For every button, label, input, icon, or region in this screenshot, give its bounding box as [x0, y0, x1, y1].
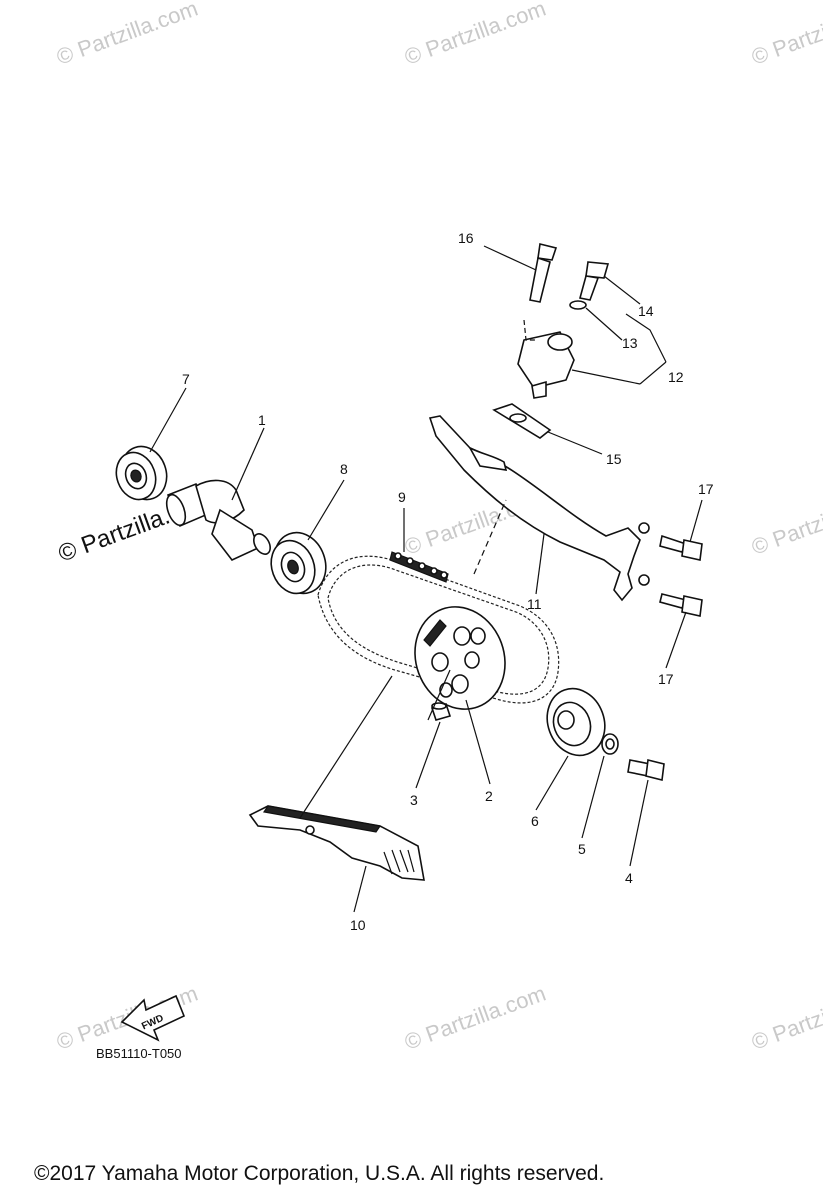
callout-label: 12 [668, 369, 684, 385]
chain-tensioner-12 [517, 331, 575, 399]
callout-label: 14 [638, 303, 654, 319]
dowel-pin-3 [430, 702, 452, 721]
callout-label: 2 [485, 788, 493, 804]
callout-label: 10 [350, 917, 366, 933]
timing-chain [317, 555, 560, 704]
callout-label: 17 [658, 671, 674, 687]
callout-label: 7 [182, 371, 190, 387]
watermark: © Partzilla.com [401, 0, 549, 70]
callout-label: 17 [698, 481, 714, 497]
forward-arrow-icon: FWD [120, 994, 186, 1042]
bolt-17-lower [659, 593, 703, 617]
callout-label: 16 [458, 230, 474, 246]
camshaft-1 [165, 479, 271, 561]
leader-lines [149, 245, 703, 913]
callout-label: 3 [410, 792, 418, 808]
callout-label: 5 [578, 841, 586, 857]
chain-guide-10 [248, 805, 425, 881]
callout-label: 15 [606, 451, 622, 467]
watermark: © Partzilla.com [53, 0, 201, 70]
watermark: © Partzilla.com [401, 981, 549, 1055]
bolt-14 [579, 261, 610, 301]
callout-label: 13 [622, 335, 638, 351]
callout-label: 1 [258, 412, 266, 428]
copyright-notice: ©2017 Yamaha Motor Corporation, U.S.A. A… [34, 1162, 604, 1185]
watermark: © Partzilla.com [748, 486, 823, 560]
callout-label: 11 [527, 596, 542, 612]
washer-13 [569, 300, 587, 310]
watermark: © Partzilla.com [748, 0, 823, 70]
bolt-4 [627, 759, 665, 781]
washer-5 [601, 733, 619, 755]
cam-sprocket-2 [414, 606, 506, 710]
timing-chain-inner [327, 564, 550, 695]
figure-code: BB51110-T050 [96, 1046, 182, 1061]
callout-label: 4 [625, 870, 633, 886]
bearing-8 [270, 531, 327, 595]
gasket-15 [492, 403, 552, 439]
chain-segment-9 [389, 551, 449, 583]
watermark: © Partzilla.com [748, 981, 823, 1055]
decompressor-plate-6 [546, 687, 606, 757]
callout-label: 9 [398, 489, 406, 505]
bolt-16 [529, 243, 558, 303]
callout-label: 8 [340, 461, 348, 477]
callout-labels: 1 2 3 4 5 6 7 8 9 10 11 12 13 14 15 16 1… [182, 230, 714, 933]
bearing-7 [115, 445, 168, 501]
callout-label: 6 [531, 813, 539, 829]
watermarks: © Partzilla.com © Partzilla.com © Partzi… [53, 0, 823, 1055]
bolt-17-upper [659, 534, 703, 561]
tensioner-guide-11 [428, 415, 650, 602]
